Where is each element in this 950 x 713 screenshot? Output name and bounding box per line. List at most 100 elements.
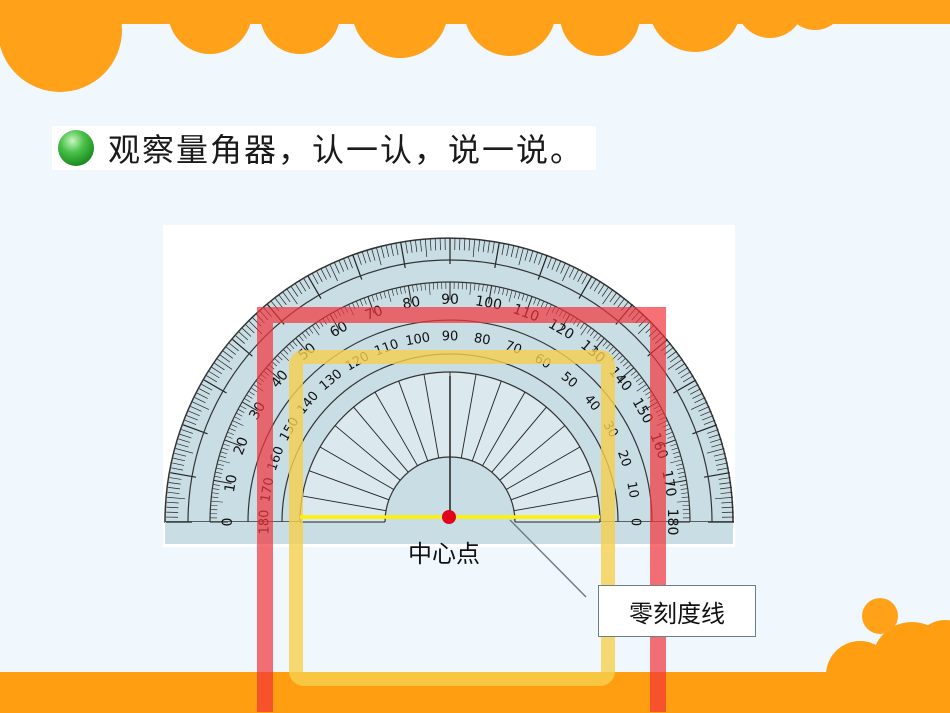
inner-tick	[228, 427, 236, 432]
outer-tick	[506, 244, 510, 257]
outer-tick	[166, 506, 179, 509]
outer-tick	[201, 384, 213, 391]
outer-tick	[687, 384, 699, 391]
center-point-dot	[442, 510, 456, 524]
inner-scale-label: 100	[404, 330, 431, 349]
outer-tick	[343, 258, 349, 270]
outer-tick	[551, 258, 557, 270]
inner-tick	[305, 330, 311, 337]
outer-tick	[492, 241, 495, 254]
outer-tick	[206, 375, 218, 383]
inner-tick	[355, 300, 360, 308]
inner-tick	[246, 394, 253, 399]
inner-tick	[375, 293, 379, 301]
outer-tick	[214, 362, 225, 371]
inner-tick	[420, 283, 422, 291]
outer-tick	[721, 501, 734, 504]
inner-scale-label: 10	[623, 480, 641, 499]
scale-ring	[187, 259, 713, 523]
outer-tick	[176, 443, 189, 448]
inner-tick	[469, 282, 472, 295]
inner-tick	[630, 370, 637, 376]
outer-tick	[714, 496, 733, 500]
outer-tick	[188, 410, 200, 417]
inner-tick	[517, 292, 521, 300]
inner-tick	[280, 352, 289, 361]
outer-tick	[286, 289, 298, 305]
outer-tick	[245, 324, 255, 334]
outer-tick	[720, 491, 733, 494]
inner-tick	[488, 285, 493, 304]
outer-tick	[716, 467, 729, 471]
inner-tick	[387, 290, 392, 302]
outer-tick	[175, 448, 194, 454]
outer-tick	[295, 283, 303, 295]
inner-tick	[525, 294, 529, 302]
inner-tick	[424, 283, 426, 291]
outer-tick	[602, 289, 614, 305]
outer-tick	[713, 452, 726, 457]
inner-tick	[673, 455, 681, 459]
bottom-orange-band	[0, 598, 950, 713]
outer-tick	[334, 262, 340, 274]
outer-tick	[347, 256, 353, 269]
outer-tick	[329, 264, 338, 282]
outer-tick	[518, 247, 524, 266]
outer-scale-label: 20	[231, 435, 252, 457]
inner-tick	[295, 337, 308, 353]
inner-tick	[636, 384, 647, 392]
inner-tick	[227, 431, 235, 435]
inner-scale-label: 0	[628, 518, 643, 526]
inner-tick	[677, 500, 690, 503]
inner-tick	[608, 346, 614, 352]
inner-tick	[635, 377, 642, 383]
inner-tick	[211, 496, 219, 498]
outer-tick	[303, 278, 311, 290]
outer-tick	[225, 346, 236, 355]
outer-tick	[538, 253, 543, 265]
outer-tick	[167, 491, 180, 494]
inner-tick	[668, 479, 687, 484]
outer-tick	[718, 477, 731, 480]
outer-tick	[547, 256, 553, 269]
outer-tick	[274, 297, 283, 308]
inner-tick	[224, 439, 242, 447]
outer-tick	[703, 419, 716, 425]
inner-tick	[312, 325, 320, 336]
inner-tick	[494, 286, 497, 294]
outer-tick	[196, 392, 208, 399]
inner-tick	[592, 337, 605, 353]
inner-tick	[286, 346, 292, 352]
outer-tick	[424, 239, 428, 258]
outer-tick	[667, 350, 678, 359]
outer-tick	[601, 286, 610, 297]
outer-tick	[617, 297, 626, 308]
outer-tick	[173, 457, 186, 462]
outer-tick	[184, 419, 197, 425]
outer-tick	[199, 388, 211, 395]
inner-tick	[289, 343, 295, 350]
inner-tick	[617, 355, 623, 361]
inner-scale-label: 80	[473, 331, 492, 349]
radial-line	[491, 406, 547, 473]
outer-tick	[719, 482, 732, 485]
inner-tick	[274, 358, 280, 364]
inner-tick	[363, 297, 367, 305]
inner-tick	[213, 479, 232, 484]
protractor-base	[165, 522, 733, 544]
inner-tick	[638, 380, 645, 386]
inner-scale-label: 90	[442, 330, 459, 345]
inner-tick	[308, 327, 314, 334]
outer-tick	[555, 260, 562, 272]
outer-tick	[299, 280, 307, 292]
inner-tick	[395, 288, 398, 296]
inner-tick	[379, 292, 383, 300]
instruction-heading: 观察量角器，认一认，说一说。	[52, 126, 597, 170]
outer-tick	[312, 273, 319, 285]
inner-tick	[622, 361, 629, 367]
outer-tick	[715, 462, 728, 466]
instruction-text: 观察量角器，认一认，说一说。	[108, 131, 585, 169]
outer-tick	[675, 362, 686, 371]
inner-tick	[672, 451, 680, 455]
